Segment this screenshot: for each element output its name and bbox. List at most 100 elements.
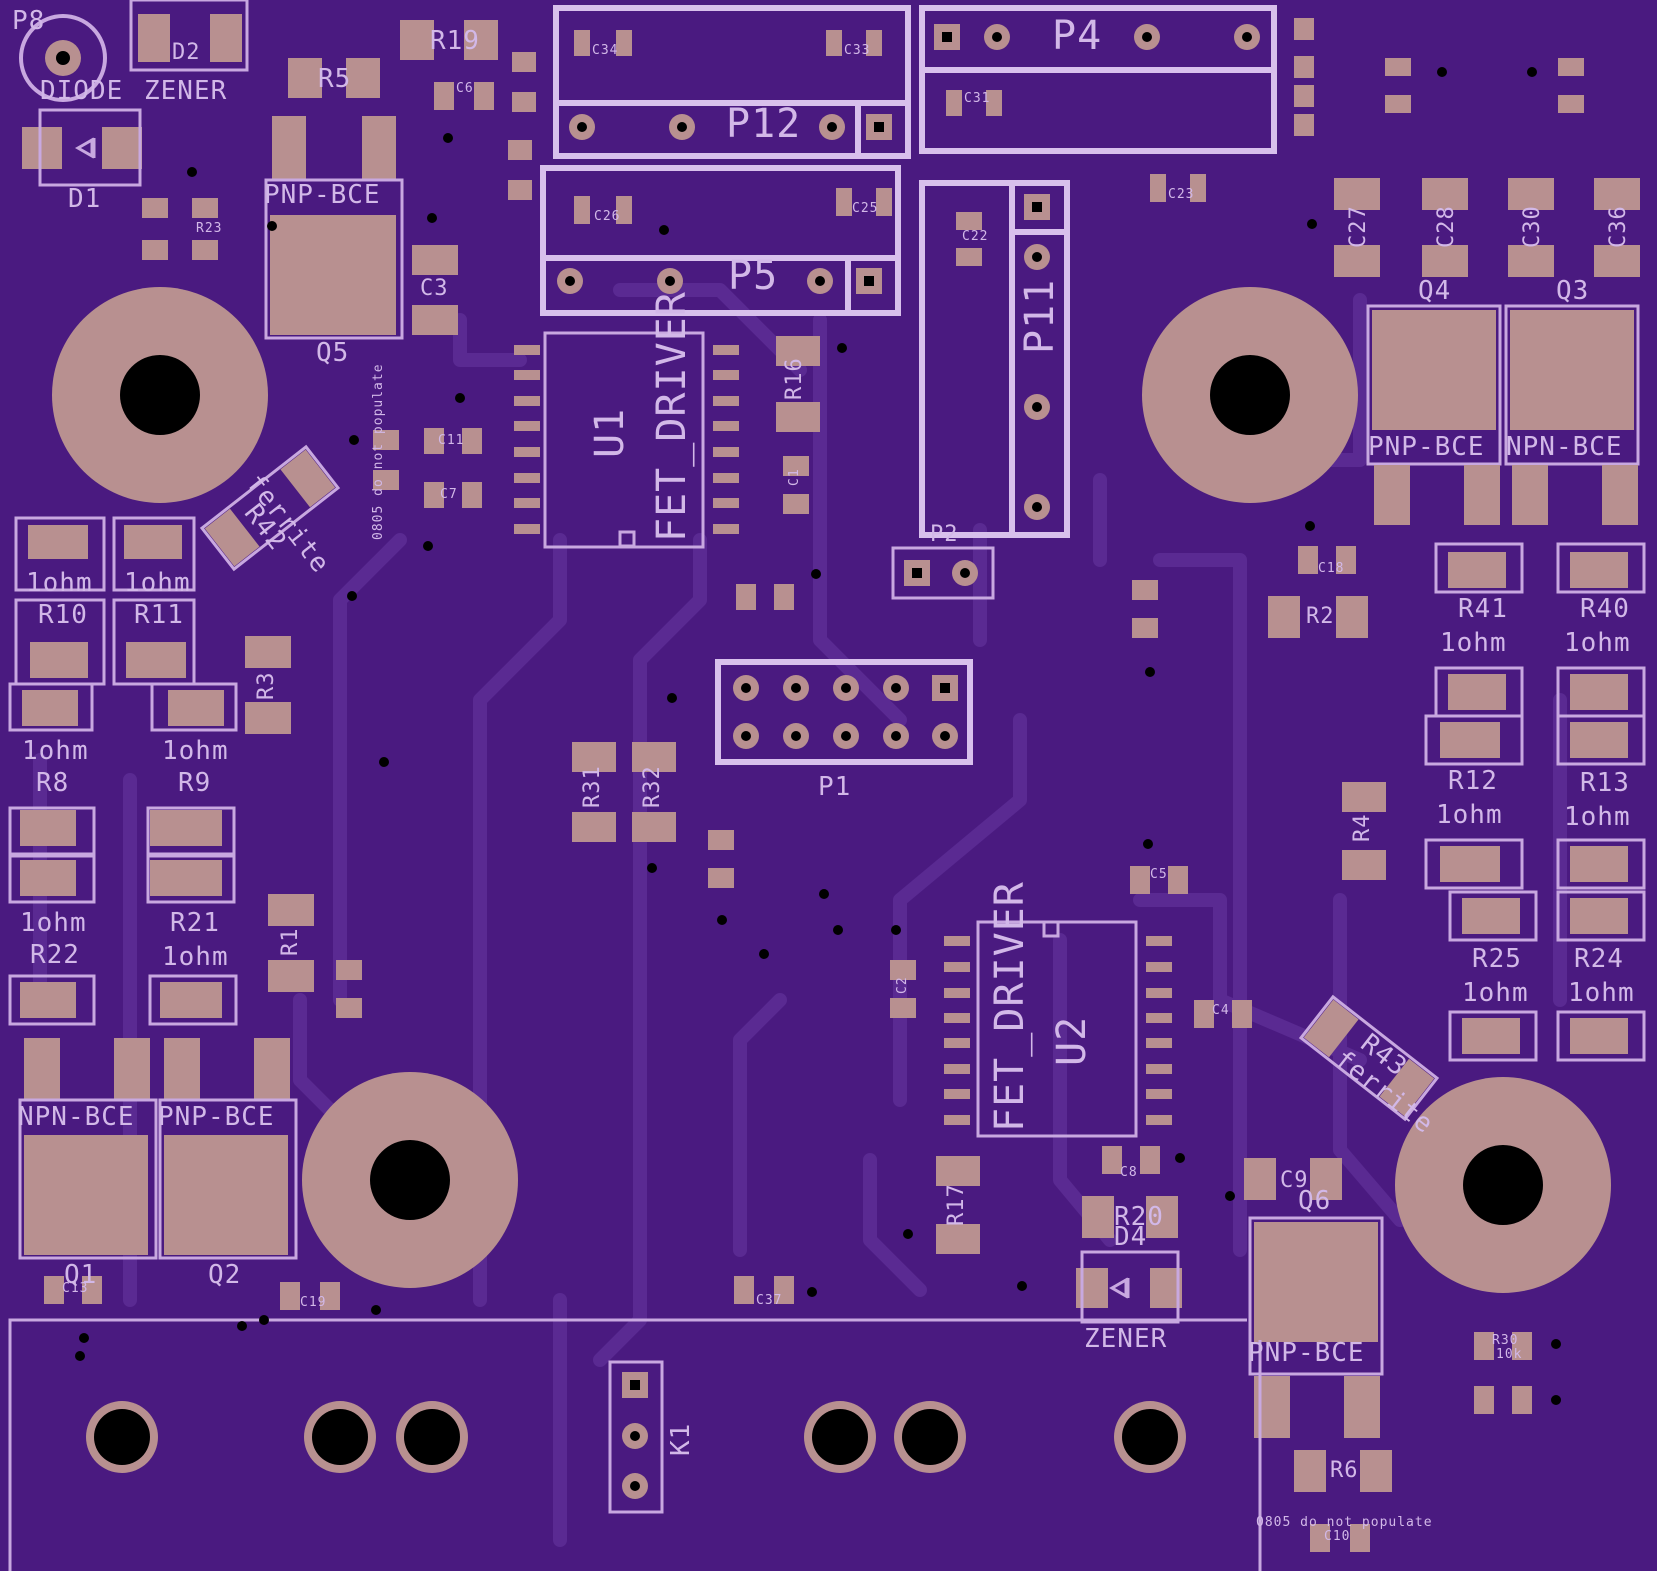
label-c18: C18 xyxy=(1318,561,1345,576)
label-c30: C30 xyxy=(1520,205,1545,248)
label-c37: C37 xyxy=(756,1293,783,1308)
label-r17: R17 xyxy=(944,1183,969,1226)
label-q2-type: PNP-BCE xyxy=(158,1102,275,1132)
label-r40: R40 xyxy=(1580,594,1630,624)
label-c28: C28 xyxy=(1434,205,1459,248)
label-r1: R1 xyxy=(278,927,303,957)
label-c3: C3 xyxy=(420,276,449,301)
copper-traces xyxy=(33,283,1567,1547)
label-q5: Q5 xyxy=(316,338,350,368)
label-c5: C5 xyxy=(1150,867,1168,882)
label-k1: K1 xyxy=(666,1422,696,1456)
label-q6-type: PNP-BCE xyxy=(1248,1338,1365,1368)
label-r2: R2 xyxy=(1306,604,1335,629)
label-d1: D1 xyxy=(68,184,102,214)
label-p5: P5 xyxy=(728,253,779,299)
label-r24: R24 xyxy=(1574,944,1624,974)
label-c6: C6 xyxy=(456,81,474,96)
label-c9: C9 xyxy=(1280,1168,1309,1193)
label-r9-value: 1ohm xyxy=(162,736,229,766)
label-c34: C34 xyxy=(592,43,619,58)
label-r21: R21 xyxy=(170,908,220,938)
label-p4: P4 xyxy=(1052,13,1103,59)
label-u2: U2 xyxy=(1049,1015,1095,1066)
label-r20: R20 xyxy=(1114,1202,1164,1232)
label-q6: Q6 xyxy=(1298,1186,1332,1216)
label-r19: R19 xyxy=(430,26,480,56)
label-r3: R3 xyxy=(254,671,279,701)
p8-outline xyxy=(19,14,107,102)
label-c10: C10 xyxy=(1324,1529,1351,1544)
label-q3: Q3 xyxy=(1556,276,1590,306)
label-r11-value: 1ohm xyxy=(124,568,191,598)
label-c25: C25 xyxy=(852,201,879,216)
label-r25: R25 xyxy=(1472,944,1522,974)
label-q4: Q4 xyxy=(1418,276,1452,306)
label-r24-value: 1ohm xyxy=(1568,978,1635,1008)
label-zener-top: ZENER xyxy=(144,76,228,106)
label-r12-value: 1ohm xyxy=(1436,800,1503,830)
label-r8: R8 xyxy=(36,768,70,798)
label-p2: P2 xyxy=(930,522,959,547)
mounting-holes xyxy=(52,287,1611,1293)
label-do-not-populate-2: 0805 do not populate xyxy=(1256,1515,1433,1530)
label-p12: P12 xyxy=(726,101,802,147)
label-c8: C8 xyxy=(1120,1165,1138,1180)
label-r30-value: 10k xyxy=(1496,1347,1523,1362)
label-r30: R30 xyxy=(1492,1333,1519,1348)
label-r4: R4 xyxy=(1350,813,1375,843)
label-r9: R9 xyxy=(178,768,212,798)
label-r10-value: 1ohm xyxy=(26,568,93,598)
label-r13: R13 xyxy=(1580,768,1630,798)
label-c23: C23 xyxy=(1168,187,1195,202)
label-q4-type: PNP-BCE xyxy=(1368,432,1485,462)
label-r23: R23 xyxy=(196,221,223,236)
label-c26: C26 xyxy=(594,209,621,224)
label-c19: C19 xyxy=(300,1295,327,1310)
label-r41-value: 1ohm xyxy=(1440,628,1507,658)
label-c1: C1 xyxy=(787,468,802,486)
label-u1: U1 xyxy=(587,407,633,458)
label-c33: C33 xyxy=(844,43,871,58)
label-r12: R12 xyxy=(1448,766,1498,796)
label-r22: R22 xyxy=(30,940,80,970)
label-d2: D2 xyxy=(172,40,201,65)
label-r32: R32 xyxy=(640,765,665,808)
label-u1-type: FET_DRIVER xyxy=(649,291,695,542)
label-q5-type: PNP-BCE xyxy=(264,180,381,210)
label-diode: DIODE xyxy=(40,76,124,106)
label-r16: R16 xyxy=(782,357,807,400)
vias xyxy=(75,67,1561,1405)
label-u2-type: FET_DRIVER xyxy=(987,881,1033,1132)
label-do-not-populate-1: 0805 do not populate xyxy=(371,363,386,540)
label-r21-value: 1ohm xyxy=(162,942,229,972)
label-c7: C7 xyxy=(440,487,458,502)
label-r5: R5 xyxy=(318,64,352,94)
label-q1-type: NPN-BCE xyxy=(18,1102,135,1132)
label-c11: C11 xyxy=(438,433,465,448)
label-q2: Q2 xyxy=(208,1260,242,1290)
label-c22: C22 xyxy=(962,229,989,244)
label-zener-d4: ZENER xyxy=(1084,1324,1168,1354)
label-p1: P1 xyxy=(818,772,852,802)
label-p11: P11 xyxy=(1017,278,1063,354)
label-c2: C2 xyxy=(895,976,910,994)
label-r8-value: 1ohm xyxy=(22,736,89,766)
label-q1: Q1 xyxy=(64,1260,98,1290)
label-c27: C27 xyxy=(1346,205,1371,248)
label-r41: R41 xyxy=(1458,594,1508,624)
label-r10: R10 xyxy=(38,600,88,630)
label-c13: C13 xyxy=(62,1281,89,1296)
label-c31: C31 xyxy=(964,91,991,106)
label-r25-value: 1ohm xyxy=(1462,978,1529,1008)
label-r6: R6 xyxy=(1330,1458,1359,1483)
label-d4: D4 xyxy=(1114,1222,1148,1252)
label-r40-value: 1ohm xyxy=(1564,628,1631,658)
label-c36: C36 xyxy=(1606,205,1631,248)
label-r31: R31 xyxy=(580,765,605,808)
label-q3-type: NPN-BCE xyxy=(1506,432,1623,462)
label-r13-value: 1ohm xyxy=(1564,802,1631,832)
label-p8: P8 xyxy=(12,6,46,36)
